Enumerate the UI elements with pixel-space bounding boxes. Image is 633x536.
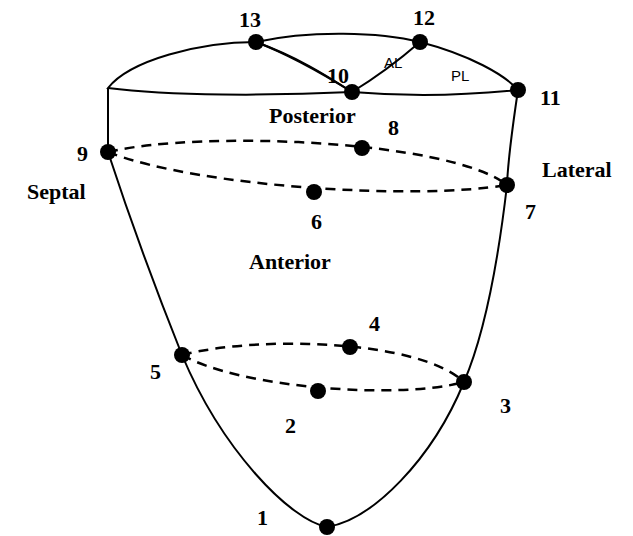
callout-number: 7: [525, 201, 536, 223]
callout-number: 3: [500, 395, 511, 417]
callout-number: 6: [311, 211, 322, 233]
leaflet-label: AL: [384, 55, 402, 70]
marker-dot: [319, 519, 335, 535]
mitral-annulus: [256, 34, 518, 95]
callout-number: 5: [150, 361, 161, 383]
callout-number: 10: [327, 65, 349, 87]
marker-dot: [510, 82, 526, 98]
basal-ring-front: [108, 152, 507, 191]
callout-number: 8: [388, 117, 399, 139]
leaflet-label: PL: [451, 68, 469, 83]
region-label: Septal: [27, 181, 86, 203]
septal-wall: [108, 88, 327, 527]
region-label: Lateral: [542, 159, 612, 181]
aortic-annulus: [108, 42, 352, 95]
marker-dot: [174, 347, 190, 363]
marker-dot: [248, 34, 264, 50]
apical-ring-back: [182, 344, 464, 382]
leaflet-line: [352, 42, 420, 92]
callout-number: 2: [285, 415, 296, 437]
region-label: Anterior: [249, 251, 331, 273]
callout-number: 4: [369, 313, 380, 335]
marker-dot: [310, 383, 326, 399]
marker-dot: [456, 374, 472, 390]
marker-dot: [499, 177, 515, 193]
marker-dot: [412, 34, 428, 50]
basal-ring-back: [108, 141, 507, 185]
callout-number: 1: [257, 507, 268, 529]
callout-number: 11: [540, 87, 561, 109]
marker-dot: [354, 140, 370, 156]
region-label: Posterior: [269, 105, 356, 127]
marker-dot: [100, 144, 116, 160]
callout-number: 12: [413, 7, 435, 29]
marker-dot: [306, 184, 322, 200]
callout-number: 13: [239, 9, 261, 31]
callout-number: 9: [77, 143, 88, 165]
marker-dot: [342, 339, 358, 355]
